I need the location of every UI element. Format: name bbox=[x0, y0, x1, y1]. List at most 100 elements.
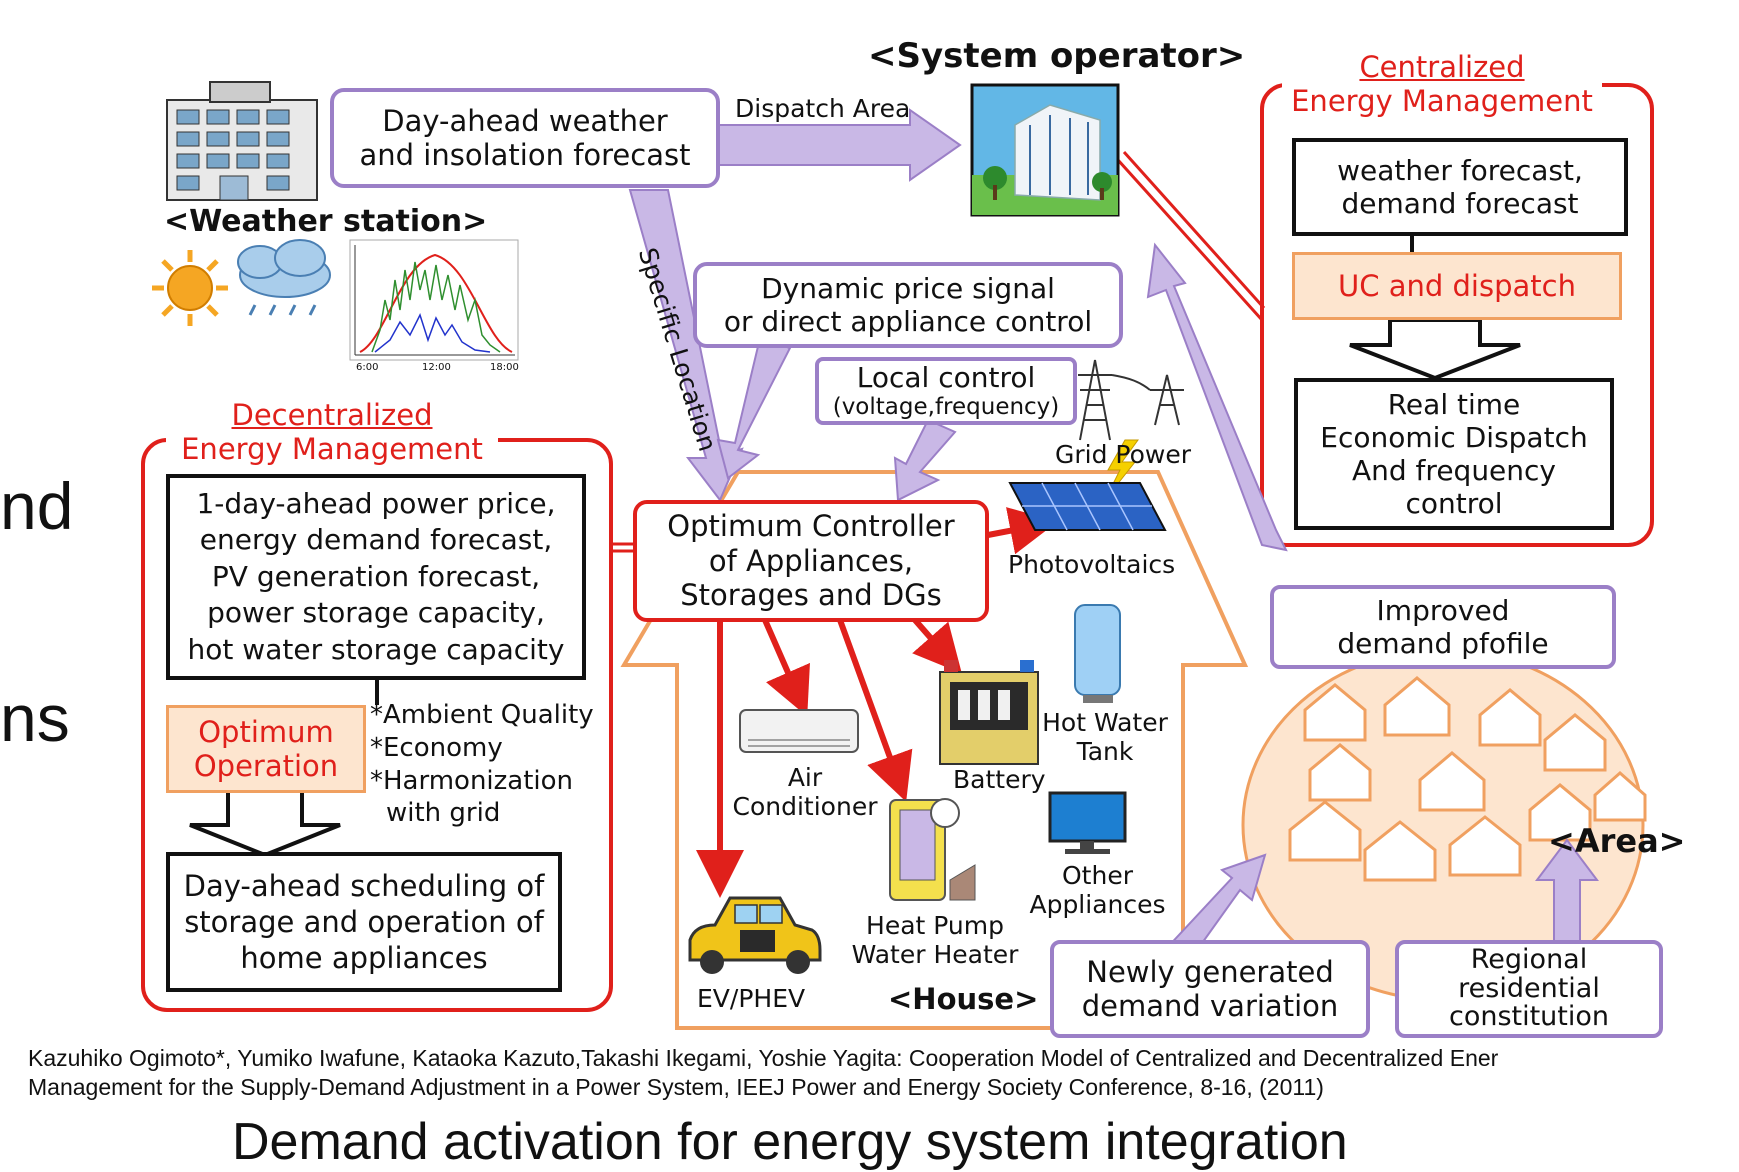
schedule-box: Day-ahead scheduling of storage and oper… bbox=[166, 852, 562, 992]
newly-line2: demand variation bbox=[1081, 989, 1339, 1023]
decentralized-title-line1: Decentralized bbox=[231, 397, 433, 432]
red-link-decentralized bbox=[611, 542, 633, 553]
photovoltaics-label: Photovoltaics bbox=[1008, 550, 1176, 579]
decentralized-title-line2: Energy Management bbox=[181, 432, 483, 466]
criteria-3: with grid bbox=[386, 798, 501, 828]
chart-tick-1: 12:00 bbox=[422, 362, 451, 373]
central-forecast-box: weather forecast, demand forecast bbox=[1292, 138, 1628, 236]
ev-label: EV/PHEV bbox=[697, 984, 806, 1013]
air-conditioner-label: Air Conditioner bbox=[730, 760, 880, 824]
regional-line3: constitution bbox=[1448, 1001, 1610, 1033]
monitor-icon bbox=[1048, 791, 1127, 854]
decentral-input-3: power storage capacity, bbox=[207, 596, 545, 630]
slide-title: Demand activation for energy system inte… bbox=[232, 1113, 1348, 1171]
grid-power-label: Grid Power bbox=[1055, 440, 1191, 469]
central-forecast-line2: demand forecast bbox=[1341, 187, 1579, 220]
heat-pump-label: Heat Pump Water Heater bbox=[845, 908, 1025, 972]
newly-generated-box: Newly generated demand variation bbox=[1050, 940, 1370, 1038]
heat-pump-line1: Heat Pump bbox=[866, 910, 1004, 940]
improved-line2: demand pfofile bbox=[1337, 627, 1549, 660]
transmission-tower-icon bbox=[1078, 359, 1184, 441]
battery-icon bbox=[939, 660, 1039, 765]
realtime-line2: Economic Dispatch bbox=[1320, 420, 1588, 454]
chart-tick-2: 18:00 bbox=[490, 362, 519, 373]
hot-water-label: Hot Water Tank bbox=[1035, 705, 1175, 769]
centralized-title-line1: Centralized bbox=[1359, 49, 1525, 84]
realtime-line4: control bbox=[1405, 487, 1503, 521]
decentral-inputs-box: 1-day-ahead power price, energy demand f… bbox=[166, 474, 586, 680]
local-control-line2: (voltage,frequency) bbox=[832, 393, 1060, 420]
price-signal-box: Dynamic price signal or direct appliance… bbox=[693, 262, 1123, 348]
regional-line2: residential bbox=[1458, 972, 1600, 1004]
forecast-line2: and insolation forecast bbox=[359, 138, 691, 172]
insolation-chart bbox=[349, 239, 519, 361]
ev-car-icon bbox=[688, 896, 822, 974]
criteria-2: *Harmonization bbox=[370, 766, 574, 796]
system-operator-label: <System operator> bbox=[868, 36, 1246, 76]
schedule-line-2: home appliances bbox=[240, 941, 488, 976]
citation-line1: Kazuhiko Ogimoto*, Yumiko Iwafune, Katao… bbox=[28, 1045, 1499, 1071]
system-operator-building-icon bbox=[970, 83, 1120, 217]
weather-station-label: <Weather station> bbox=[164, 204, 488, 239]
hot-water-line2: Tank bbox=[1076, 737, 1134, 766]
side-text-2: ns bbox=[0, 681, 70, 755]
criteria-0: *Ambient Quality bbox=[370, 700, 594, 730]
uc-dispatch-box: UC and dispatch bbox=[1292, 252, 1622, 320]
heat-pump-line2: Water Heater bbox=[851, 940, 1019, 969]
forecast-box: Day-ahead weather and insolation forecas… bbox=[330, 88, 720, 188]
realtime-line3: And frequency bbox=[1351, 454, 1556, 487]
decentral-input-4: hot water storage capacity bbox=[187, 632, 565, 666]
price-signal-line2: or direct appliance control bbox=[723, 305, 1093, 338]
optimum-controller-box: Optimum Controller of Appliances, Storag… bbox=[633, 500, 989, 622]
decentral-flow-arrows bbox=[189, 680, 379, 858]
air-conditioner-icon bbox=[739, 709, 859, 753]
realtime-line1: Real time bbox=[1387, 387, 1521, 421]
schedule-line-1: storage and operation of bbox=[184, 904, 544, 939]
controller-line3: Storages and DGs bbox=[680, 578, 942, 613]
other-line1: Other bbox=[1062, 860, 1133, 890]
air-conditioner-line2: Conditioner bbox=[732, 792, 878, 821]
optimum-operation-box: Optimum Operation bbox=[166, 705, 366, 793]
purple-arrows bbox=[628, 108, 1599, 962]
chart-tick-0: 6:00 bbox=[356, 362, 379, 373]
uc-dispatch-label: UC and dispatch bbox=[1338, 268, 1576, 303]
controller-arrows bbox=[696, 507, 1058, 898]
decentral-input-1: energy demand forecast, bbox=[199, 523, 553, 557]
hot-water-tank-icon bbox=[1074, 604, 1121, 703]
price-signal-line1: Dynamic price signal bbox=[761, 271, 1055, 305]
weather-station-building-icon bbox=[166, 81, 318, 201]
area-houses bbox=[1288, 676, 1647, 882]
improved-demand-box: Improved demand pfofile bbox=[1270, 585, 1616, 669]
sun-icon bbox=[152, 250, 228, 326]
rain-cloud-icon bbox=[237, 239, 331, 316]
forecast-line1: Day-ahead weather bbox=[382, 103, 668, 138]
optimum-line1: Optimum bbox=[198, 714, 334, 749]
side-text-1: nd bbox=[0, 469, 74, 543]
improved-line1: Improved bbox=[1376, 593, 1510, 627]
controller-line1: Optimum Controller bbox=[667, 508, 955, 543]
regional-line1: Regional bbox=[1470, 944, 1588, 976]
local-control-line1: Local control bbox=[856, 360, 1036, 394]
citation-line2: Management for the Supply-Demand Adjustm… bbox=[28, 1074, 1324, 1100]
house-label: <House> bbox=[888, 982, 1039, 1016]
red-link-centralized bbox=[1116, 150, 1266, 322]
decentral-input-0: 1-day-ahead power price, bbox=[196, 487, 556, 521]
optimum-line2: Operation bbox=[193, 749, 339, 783]
solar-panel-icon bbox=[1008, 482, 1167, 531]
hot-water-line1: Hot Water bbox=[1042, 707, 1168, 737]
decentralized-title: Decentralized Energy Management bbox=[166, 392, 498, 472]
dispatch-area-label: Dispatch Area bbox=[735, 94, 911, 123]
other-line2: Appliances bbox=[1029, 890, 1166, 919]
schedule-line-0: Day-ahead scheduling of bbox=[183, 868, 545, 903]
battery-label: Battery bbox=[953, 765, 1046, 794]
centralized-title-line2: Energy Management bbox=[1291, 84, 1593, 118]
central-flow-arrows bbox=[1349, 235, 1521, 381]
heat-pump-icon bbox=[889, 798, 976, 901]
central-forecast-line1: weather forecast, bbox=[1337, 153, 1583, 187]
centralized-title: Centralized Energy Management bbox=[1282, 44, 1602, 124]
other-appliances-label: Other Appliances bbox=[1025, 858, 1170, 922]
decentral-input-2: PV generation forecast, bbox=[211, 559, 541, 593]
air-conditioner-line1: Air bbox=[787, 762, 823, 792]
local-control-box: Local control (voltage,frequency) bbox=[815, 357, 1077, 425]
realtime-dispatch-box: Real time Economic Dispatch And frequenc… bbox=[1294, 378, 1614, 530]
